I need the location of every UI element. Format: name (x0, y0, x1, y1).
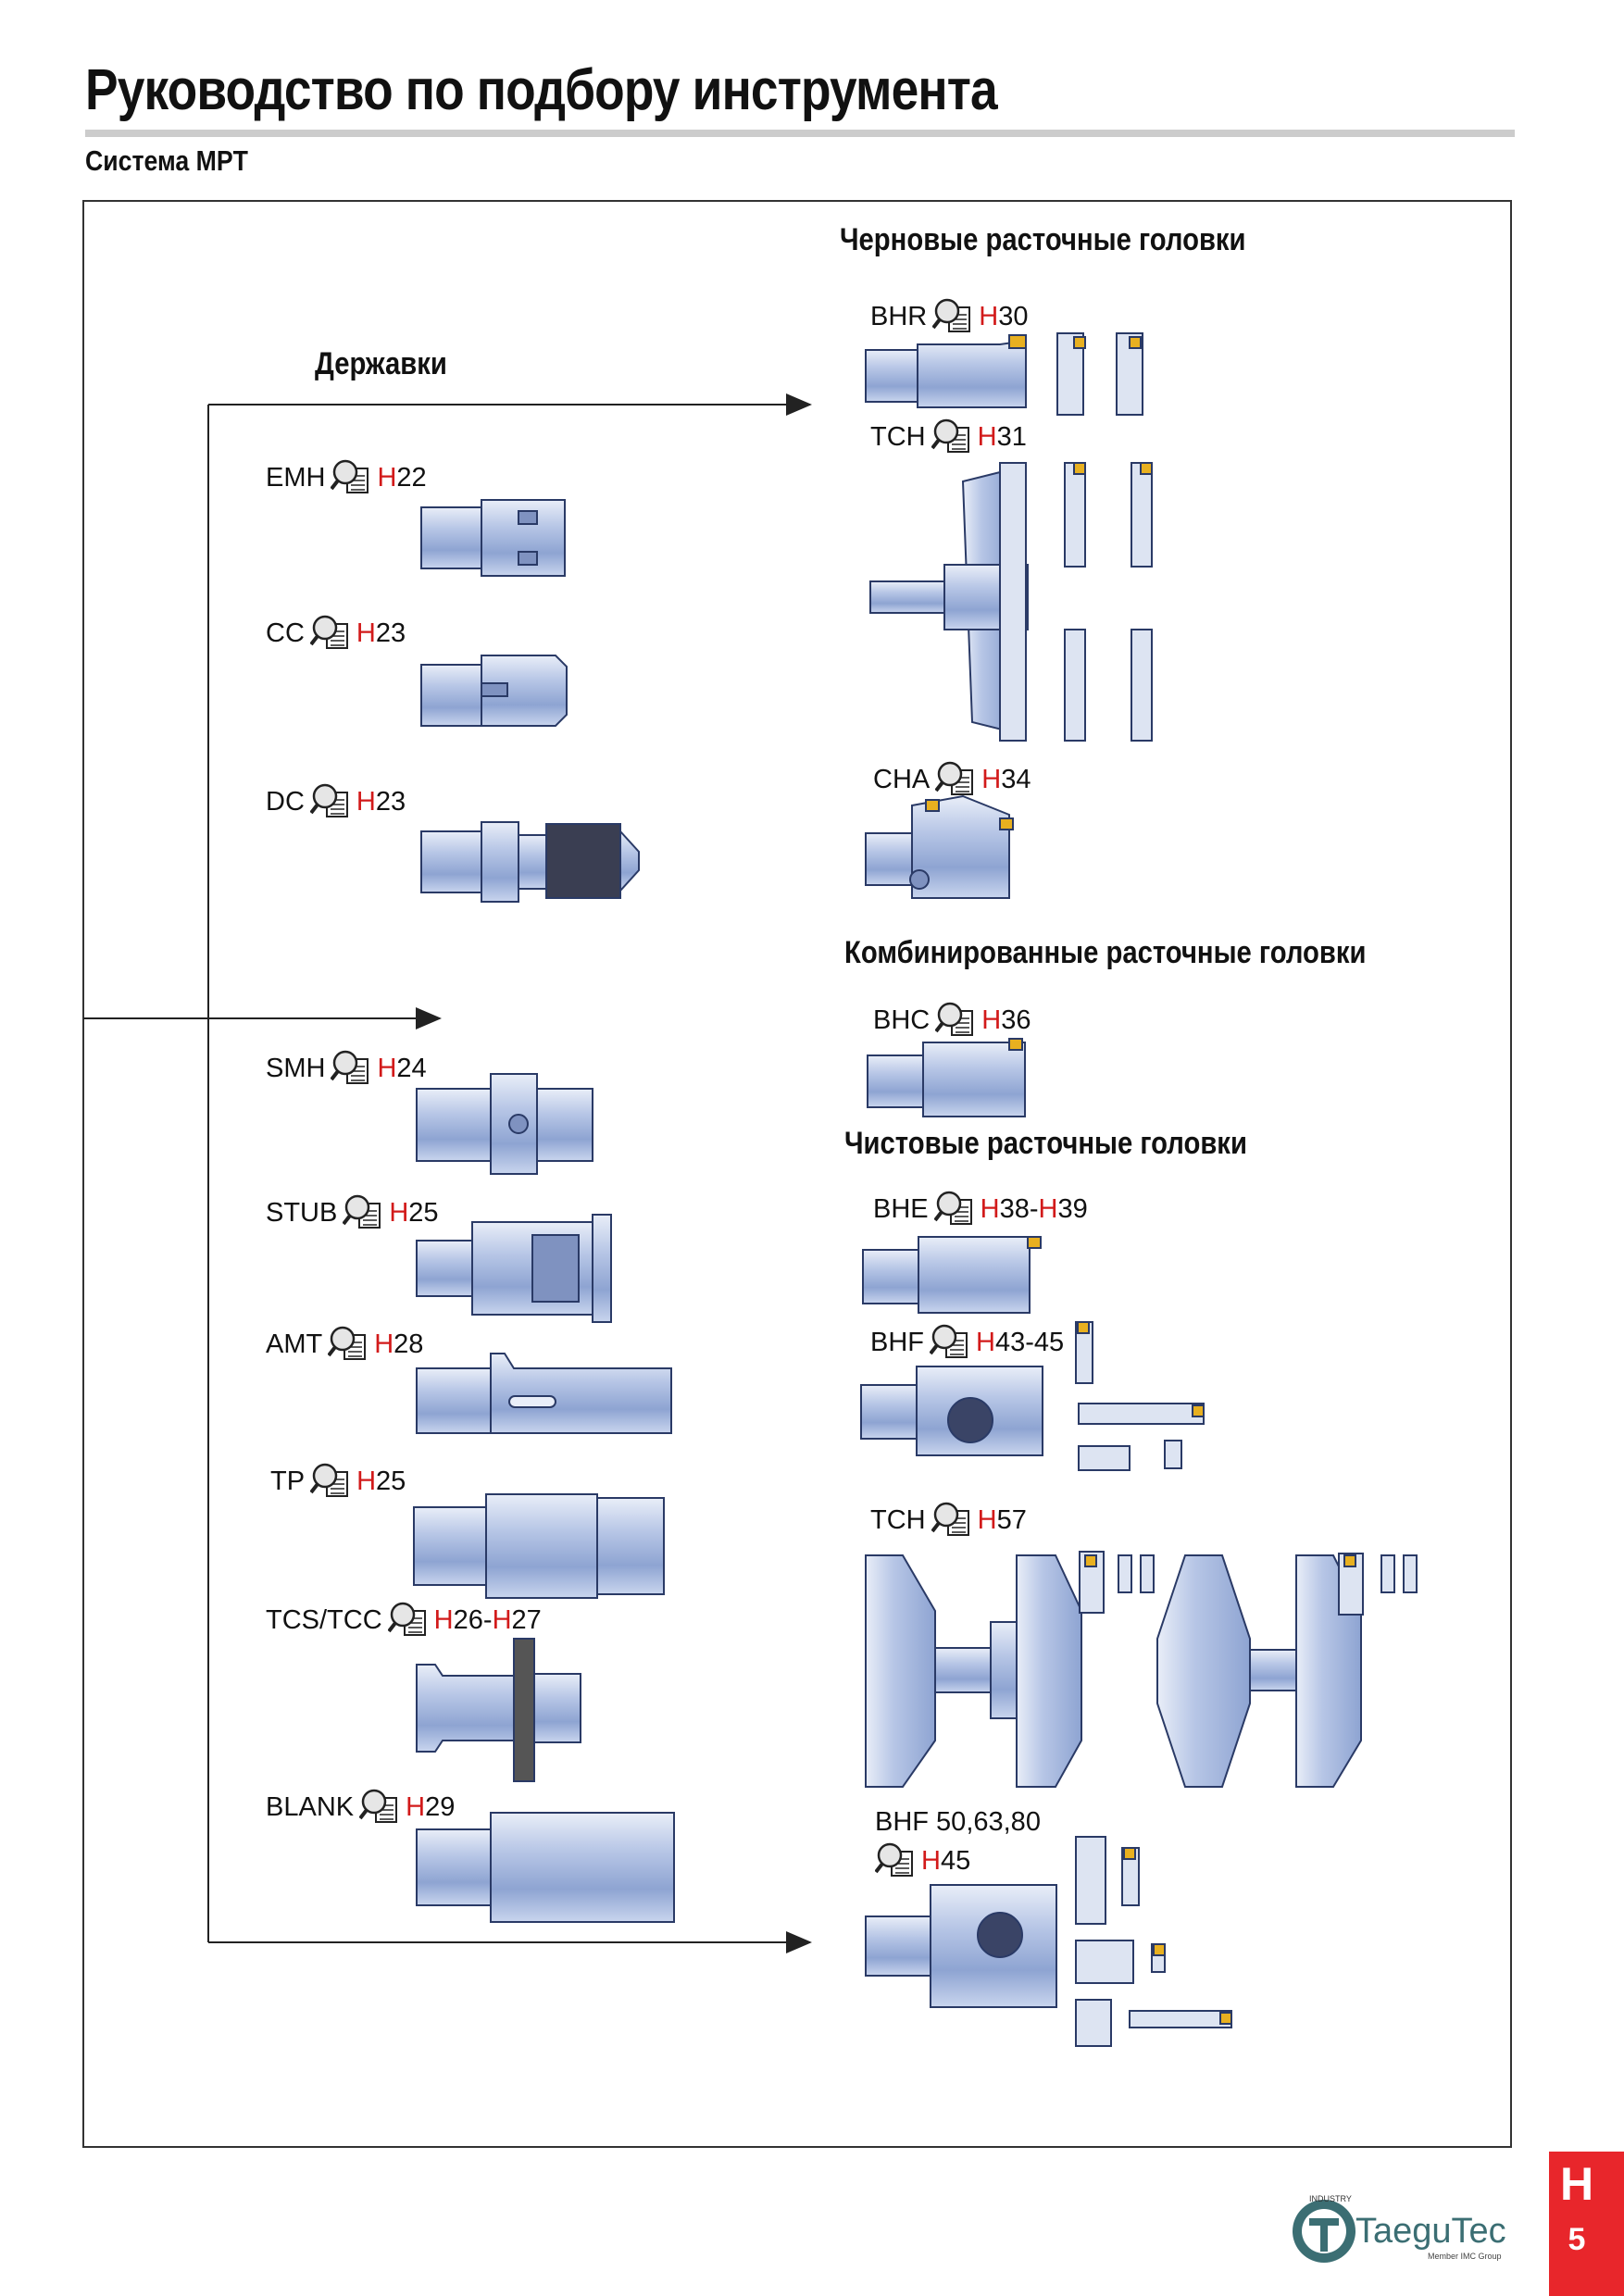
section-finish-heads: Чистовые расточные головки (844, 1126, 1247, 1161)
smh-holder-image (416, 1073, 593, 1175)
tp-holder-image (413, 1493, 665, 1599)
amt-holder-image (416, 1353, 672, 1434)
bhf-head-image (860, 1321, 1205, 1471)
chapter-letter: H (1559, 2158, 1594, 2210)
svg-text:INDUSTRY: INDUSTRY (1309, 2194, 1352, 2203)
content-frame (82, 200, 1512, 2148)
head-label-bhf-large[interactable]: BHF 50,63,80 (875, 1807, 1041, 1837)
page-number: 5 (1568, 2222, 1586, 2257)
holder-label-smh[interactable]: SMH H24 (266, 1050, 427, 1087)
head-label-tch-rough[interactable]: TCH H31 (870, 418, 1027, 455)
holder-label-blank[interactable]: BLANK H29 (266, 1789, 455, 1826)
bhf-large-head-image (865, 1836, 1232, 2047)
bhe-head-image (862, 1236, 1042, 1314)
tcs-tcc-holder-image (416, 1638, 581, 1782)
bhc-head-image (867, 1038, 1026, 1117)
holder-label-tcs-tcc[interactable]: TCS/TCC H26-H27 (266, 1602, 542, 1639)
head-label-tch-finish[interactable]: TCH H57 (870, 1502, 1027, 1539)
head-label-bhf[interactable]: BHF H43-45 (870, 1324, 1064, 1361)
head-label-bhr[interactable]: BHR H30 (870, 298, 1028, 335)
holder-label-tp[interactable]: TP H25 (270, 1463, 406, 1500)
cha-head-image (865, 794, 1014, 899)
holder-label-amt[interactable]: AMT H28 (266, 1326, 423, 1363)
tch-rough-head-image (869, 462, 1153, 742)
chapter-tab (1549, 2152, 1624, 2296)
holder-label-cc[interactable]: CC H23 (266, 615, 406, 652)
head-label-bhe[interactable]: BHE H38-H39 (873, 1191, 1088, 1228)
title-underline (85, 130, 1515, 137)
emh-holder-image (420, 499, 566, 577)
cc-holder-image (420, 655, 568, 727)
page-title: Руководство по подбору инструмента (85, 58, 998, 122)
page-subtitle: Система MPT (85, 144, 248, 177)
holder-label-dc[interactable]: DC H23 (266, 783, 406, 820)
section-rough-heads: Черновые расточные головки (840, 222, 1246, 257)
tch-finish-head-image (865, 1551, 1418, 1788)
head-label-bhf-large-ref[interactable]: H45 (875, 1842, 970, 1879)
taegutec-logo: INDUSTRY TaeguTec Member IMC Group (1293, 2194, 1506, 2263)
section-combined-heads: Комбинированные расточные головки (844, 935, 1367, 970)
section-holders: Державки (315, 346, 447, 381)
head-label-bhc[interactable]: BHC H36 (873, 1002, 1031, 1039)
dc-holder-image (420, 821, 640, 903)
head-label-cha[interactable]: CHA H34 (873, 761, 1031, 798)
stub-holder-image (416, 1214, 612, 1323)
holder-label-stub[interactable]: STUB H25 (266, 1194, 439, 1231)
svg-text:TaeguTec: TaeguTec (1355, 2212, 1506, 2251)
svg-text:Member IMC Group: Member IMC Group (1428, 2252, 1502, 2261)
blank-holder-image (416, 1812, 675, 1923)
holder-label-emh[interactable]: EMH H22 (266, 459, 427, 496)
bhr-head-image (865, 332, 1143, 416)
